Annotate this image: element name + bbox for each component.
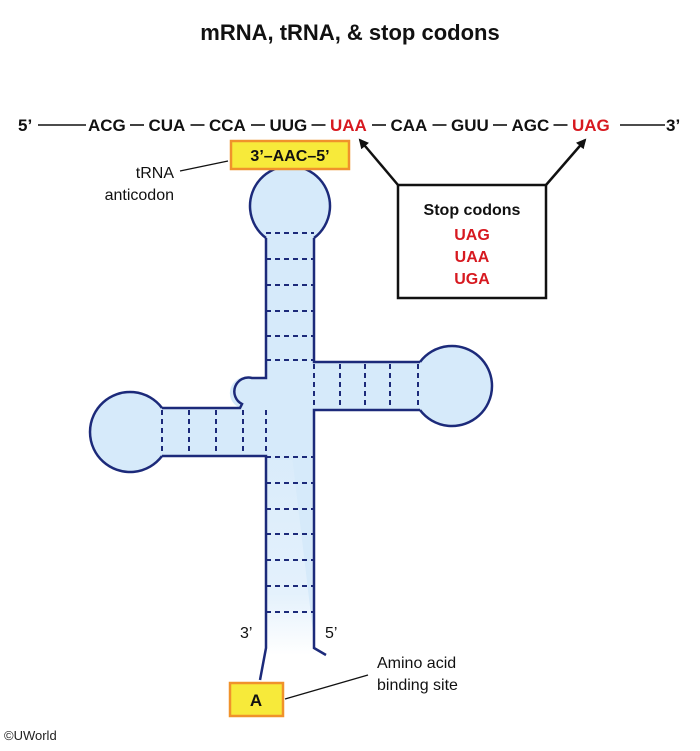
- amino-acid-pointer-line: [284, 674, 369, 700]
- stop-codon: UAG: [572, 116, 610, 135]
- trna-3prime-label: 3’: [240, 625, 252, 642]
- anticodon-caption-line1: tRNA: [136, 165, 175, 182]
- codon: AGC: [512, 116, 550, 135]
- diagram-title: mRNA, tRNA, & stop codons: [200, 20, 500, 45]
- anticodon-caption-line2: anticodon: [105, 187, 174, 204]
- amino-acid-label: A: [250, 691, 262, 710]
- codon: ACG: [88, 116, 126, 135]
- stop-codons-box: Stop codons UAG UAA UGA: [396, 183, 548, 300]
- base-pair-lines: [161, 232, 419, 613]
- stop-codon-item: UGA: [454, 271, 490, 288]
- mrna-strand: 5’ ACG CUA CCA UUG UAA CAA GUU AGC UAG 3’: [18, 116, 680, 135]
- arrow-to-uag: [545, 138, 587, 186]
- amino-acid-caption-line1: Amino acid: [377, 655, 456, 672]
- arrow-to-uaa: [358, 138, 399, 186]
- codon: CAA: [391, 116, 428, 135]
- stop-codon-item: UAG: [454, 227, 490, 244]
- copyright-notice: ©UWorld: [4, 728, 57, 743]
- stop-codons-heading: Stop codons: [424, 202, 521, 219]
- codon: GUU: [451, 116, 489, 135]
- codon-row: ACG CUA CCA UUG UAA CAA GUU AGC UAG: [88, 116, 610, 135]
- amino-acid-caption-line2: binding site: [377, 677, 458, 694]
- stop-codon: UAA: [330, 116, 367, 135]
- amino-acid-box: A: [228, 681, 285, 718]
- anticodon-label: 3’–AAC–5’: [250, 148, 329, 165]
- mrna-3prime-label: 3’: [666, 116, 680, 135]
- anticodon-box: 3’–AAC–5’: [229, 139, 351, 171]
- mrna-5prime-label: 5’: [18, 116, 32, 135]
- stop-codon-item: UAA: [455, 249, 490, 266]
- codon: UUG: [270, 116, 308, 135]
- trna-5prime-label: 5’: [325, 625, 337, 642]
- codon: CUA: [149, 116, 186, 135]
- codon: CCA: [209, 116, 246, 135]
- anticodon-pointer-line: [179, 160, 229, 172]
